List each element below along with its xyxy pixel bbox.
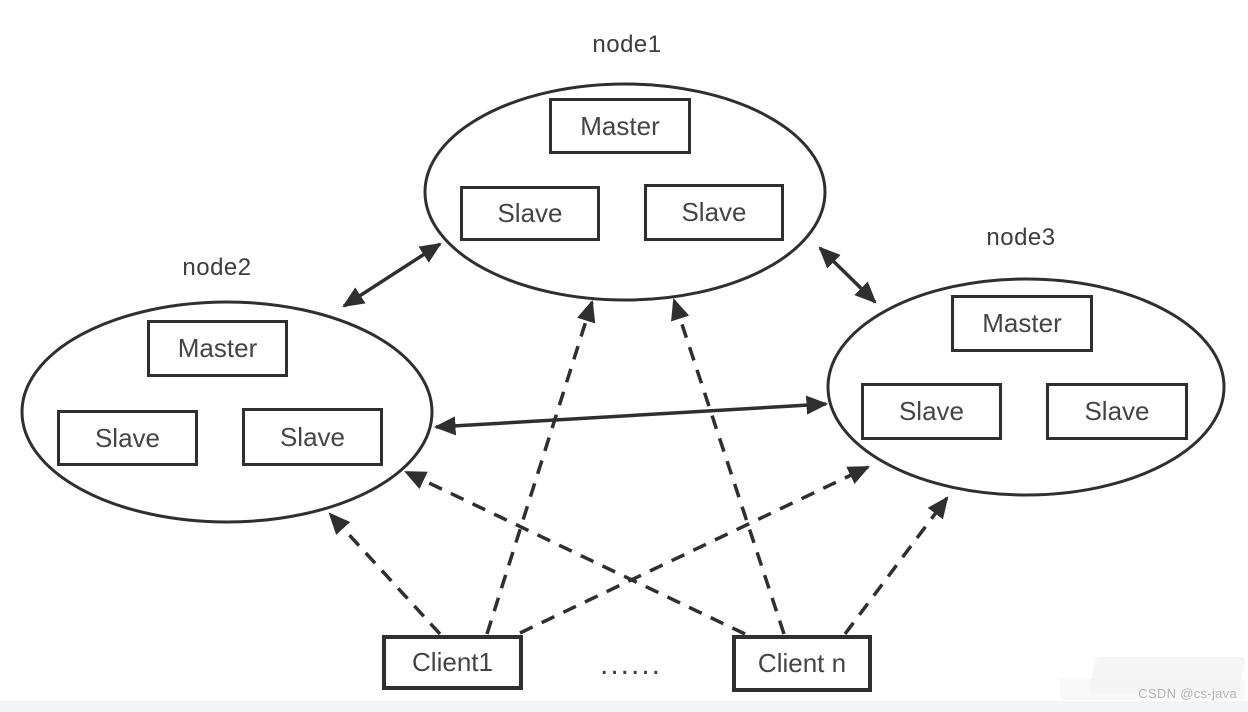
node3-slave2-box: Slave — [1046, 383, 1188, 440]
client1-box: Client1 — [382, 635, 523, 690]
node1-master-box: Master — [549, 98, 691, 154]
node1-label: node1 — [592, 31, 662, 58]
node1-slave2-box: Slave — [644, 184, 784, 241]
watermark-ghost-shape-2 — [1060, 678, 1245, 700]
arrow-clientn-node2 — [404, 470, 746, 636]
arrow-client1-node3 — [519, 465, 870, 635]
footer-bar — [0, 701, 1248, 712]
arrow-node2-node3 — [433, 395, 829, 436]
node2-ellipse — [20, 300, 434, 524]
node2-slave2-box: Slave — [242, 408, 383, 466]
arrow-node2-node1 — [342, 242, 442, 308]
node3-ellipse — [826, 277, 1226, 497]
node1-slave1-box: Slave — [460, 186, 600, 241]
arrow-client1-node1 — [485, 299, 596, 635]
watermark-text: CSDN @cs-java — [1138, 686, 1237, 701]
node2-master-box: Master — [147, 320, 288, 377]
node2-slave1-box: Slave — [57, 410, 198, 466]
arrow-client1-node2 — [328, 512, 442, 636]
node1-ellipse — [423, 82, 827, 302]
node3-master-box: Master — [951, 295, 1093, 352]
node3-label: node3 — [986, 224, 1056, 251]
clients-ellipsis: ...... — [600, 648, 663, 681]
node2-label: node2 — [182, 254, 252, 281]
arrow-node1-node3 — [818, 246, 877, 304]
arrow-clientn-node1 — [671, 297, 786, 635]
arrow-clientn-node3 — [843, 496, 949, 636]
clientn-box: Client n — [732, 635, 872, 692]
node3-slave1-box: Slave — [861, 383, 1002, 440]
